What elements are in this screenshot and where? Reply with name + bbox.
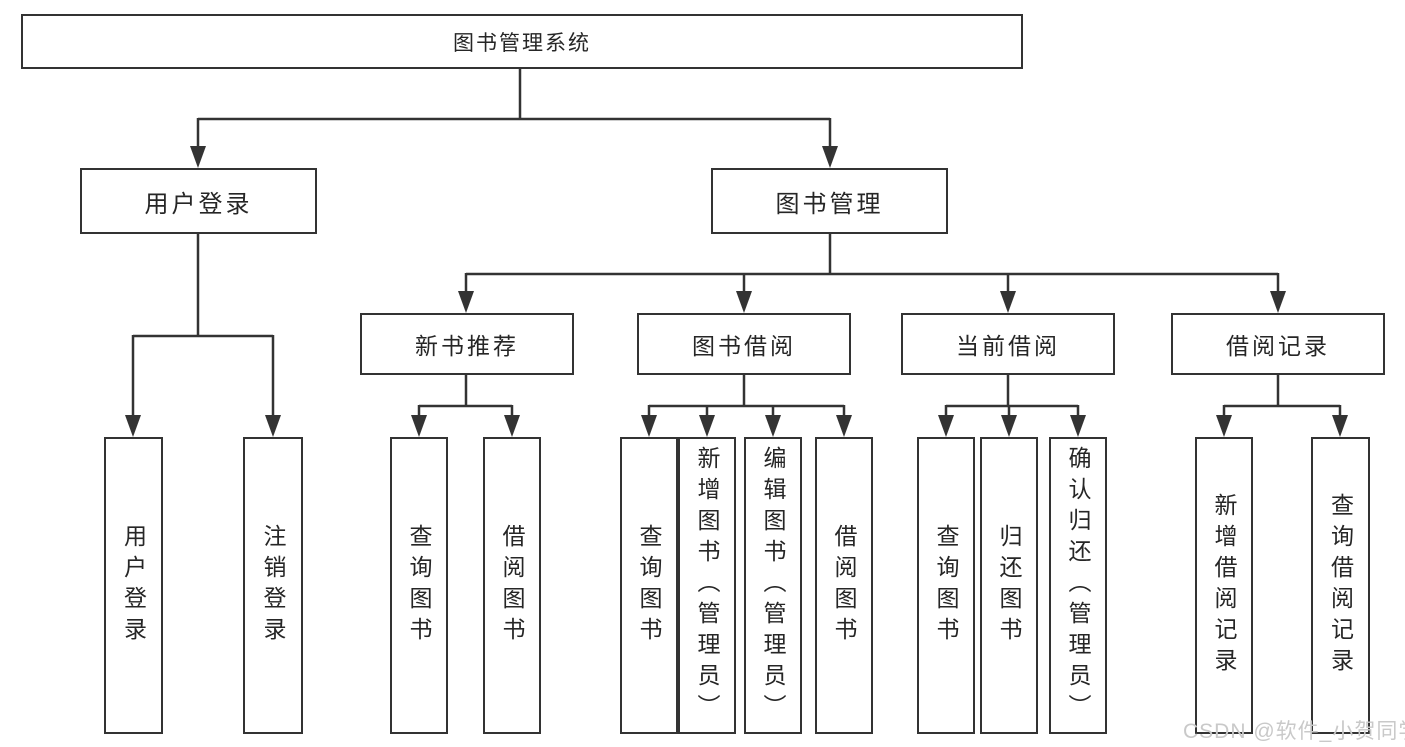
leaf-query-books-borrow: 查询图书: [620, 437, 678, 734]
leaf-query-borrow-record: 查询借阅记录: [1311, 437, 1370, 734]
node-current-borrowing: 当前借阅: [901, 313, 1115, 375]
leaf-label: 用户登录: [120, 523, 147, 648]
leaf-label: 借阅图书: [831, 523, 857, 648]
leaf-label: 新增借阅记录: [1211, 492, 1237, 679]
leaf-label: 查询图书: [636, 523, 662, 648]
leaf-label: 借阅图书: [499, 523, 525, 648]
leaf-label: 查询借阅记录: [1327, 492, 1354, 679]
watermark-text: CSDN @软件_小贺同学: [1183, 720, 1405, 743]
leaf-user-login: 用户登录: [104, 437, 163, 734]
leaf-query-books-current: 查询图书: [917, 437, 975, 734]
node-borrowing-records: 借阅记录: [1171, 313, 1385, 375]
node-book-borrowing: 图书借阅: [637, 313, 851, 375]
leaf-label: 编辑图书（管理员）: [760, 446, 786, 725]
leaf-label: 查询图书: [933, 523, 959, 648]
leaf-borrow-books: 借阅图书: [815, 437, 873, 734]
leaf-label: 注销登录: [260, 523, 286, 648]
node-label: 用户登录: [144, 190, 253, 218]
leaf-confirm-return-admin: 确认归还（管理员）: [1049, 437, 1107, 734]
leaf-logout: 注销登录: [243, 437, 303, 734]
node-label: 图书借阅: [692, 333, 796, 359]
leaf-add-books-admin: 新增图书（管理员）: [678, 437, 736, 734]
node-label: 图书管理: [775, 190, 884, 218]
node-label: 图书管理系统: [453, 31, 591, 55]
node-book-management: 图书管理: [711, 168, 948, 234]
arrowheads: [125, 146, 1348, 437]
node-label: 借阅记录: [1226, 333, 1330, 359]
node-label: 当前借阅: [956, 333, 1060, 359]
leaf-label: 确认归还（管理员）: [1065, 446, 1091, 725]
leaf-return-books: 归还图书: [980, 437, 1038, 734]
node-label: 新书推荐: [415, 333, 519, 359]
node-user-login: 用户登录: [80, 168, 317, 234]
leaf-label: 归还图书: [996, 523, 1022, 648]
leaf-label: 查询图书: [406, 523, 432, 648]
leaf-add-borrow-record: 新增借阅记录: [1195, 437, 1253, 734]
leaf-borrow-books-recommend: 借阅图书: [483, 437, 541, 734]
leaf-label: 新增图书（管理员）: [694, 446, 720, 725]
node-library-management-system: 图书管理系统: [21, 14, 1023, 69]
leaf-query-books-recommend: 查询图书: [390, 437, 448, 734]
node-new-book-recommendation: 新书推荐: [360, 313, 574, 375]
leaf-edit-books-admin: 编辑图书（管理员）: [744, 437, 802, 734]
